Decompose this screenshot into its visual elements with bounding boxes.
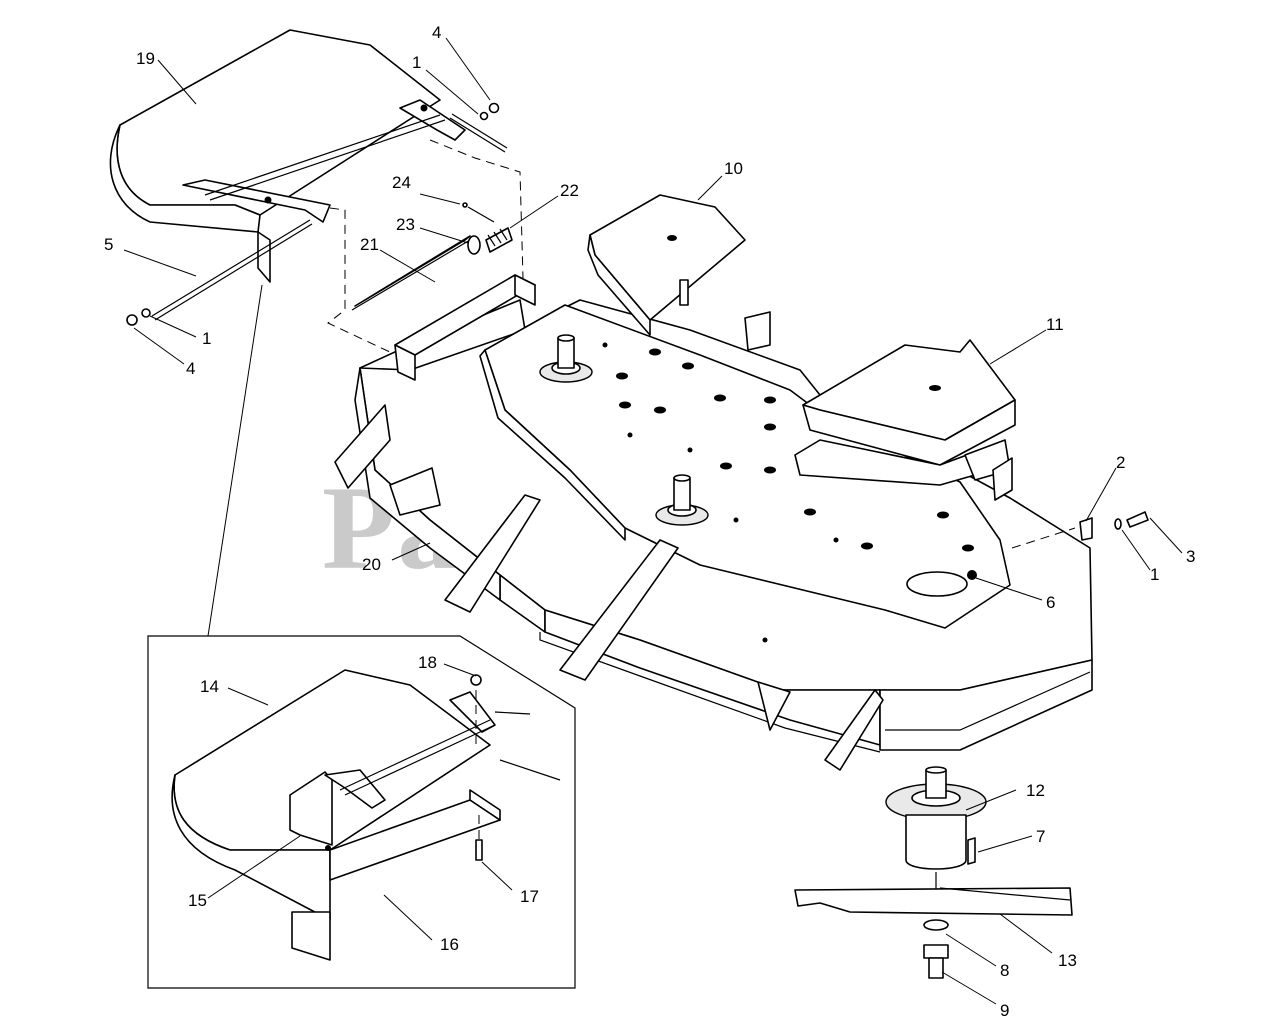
deck-spindle-center <box>655 474 709 526</box>
callout-1-top: 1 <box>412 53 421 72</box>
callout-17: 17 <box>520 887 539 906</box>
callout-1-left: 1 <box>202 329 211 348</box>
callout-14: 14 <box>200 677 219 696</box>
spindle-plate <box>479 304 1011 643</box>
assembly-dashes-upper <box>327 139 1076 549</box>
pivot-hardware <box>351 202 513 311</box>
discharge-chute-lower <box>171 669 561 961</box>
callout-3: 3 <box>1186 547 1195 566</box>
chute-mount-bracket <box>394 274 536 381</box>
discharge-chute-upper <box>109 29 466 283</box>
callout-4-top: 4 <box>432 23 441 42</box>
deck-brackets <box>334 404 1013 771</box>
inset-box <box>147 284 576 989</box>
hinge-rod <box>151 113 508 321</box>
callout-21: 21 <box>360 235 379 254</box>
callout-5: 5 <box>104 235 113 254</box>
callout-1-right: 1 <box>1150 565 1159 584</box>
belt-cover-right <box>744 311 1016 486</box>
callout-18: 18 <box>418 653 437 672</box>
callout-12: 12 <box>1026 781 1045 800</box>
callout-8: 8 <box>1000 961 1009 980</box>
callout-20: 20 <box>362 555 381 574</box>
callout-16: 16 <box>440 935 459 954</box>
callout-2: 2 <box>1116 453 1125 472</box>
inset-dashes <box>475 690 480 840</box>
callout-9: 9 <box>1000 1001 1009 1020</box>
leader-lines <box>123 37 1183 1005</box>
callout-15: 15 <box>188 891 207 910</box>
callout-22: 22 <box>560 181 579 200</box>
belt-cover-left <box>587 194 746 336</box>
callout-13: 13 <box>1058 951 1077 970</box>
callout-6: 6 <box>1046 593 1055 612</box>
callout-7: 7 <box>1036 827 1045 846</box>
callout-23: 23 <box>396 215 415 234</box>
callout-24: 24 <box>392 173 411 192</box>
callouts: 19 4 1 24 22 10 23 21 5 1 4 11 2 3 1 6 2… <box>104 23 1195 1020</box>
callout-19: 19 <box>136 49 155 68</box>
callout-4-left: 4 <box>186 359 195 378</box>
spindle-assembly <box>885 766 987 890</box>
callout-11: 11 <box>1046 315 1064 334</box>
hardware-small <box>126 102 500 326</box>
callout-10: 10 <box>724 159 743 178</box>
deck-spindle-left <box>539 334 593 383</box>
right-hardware <box>1079 511 1149 541</box>
mower-blade <box>794 887 1073 979</box>
